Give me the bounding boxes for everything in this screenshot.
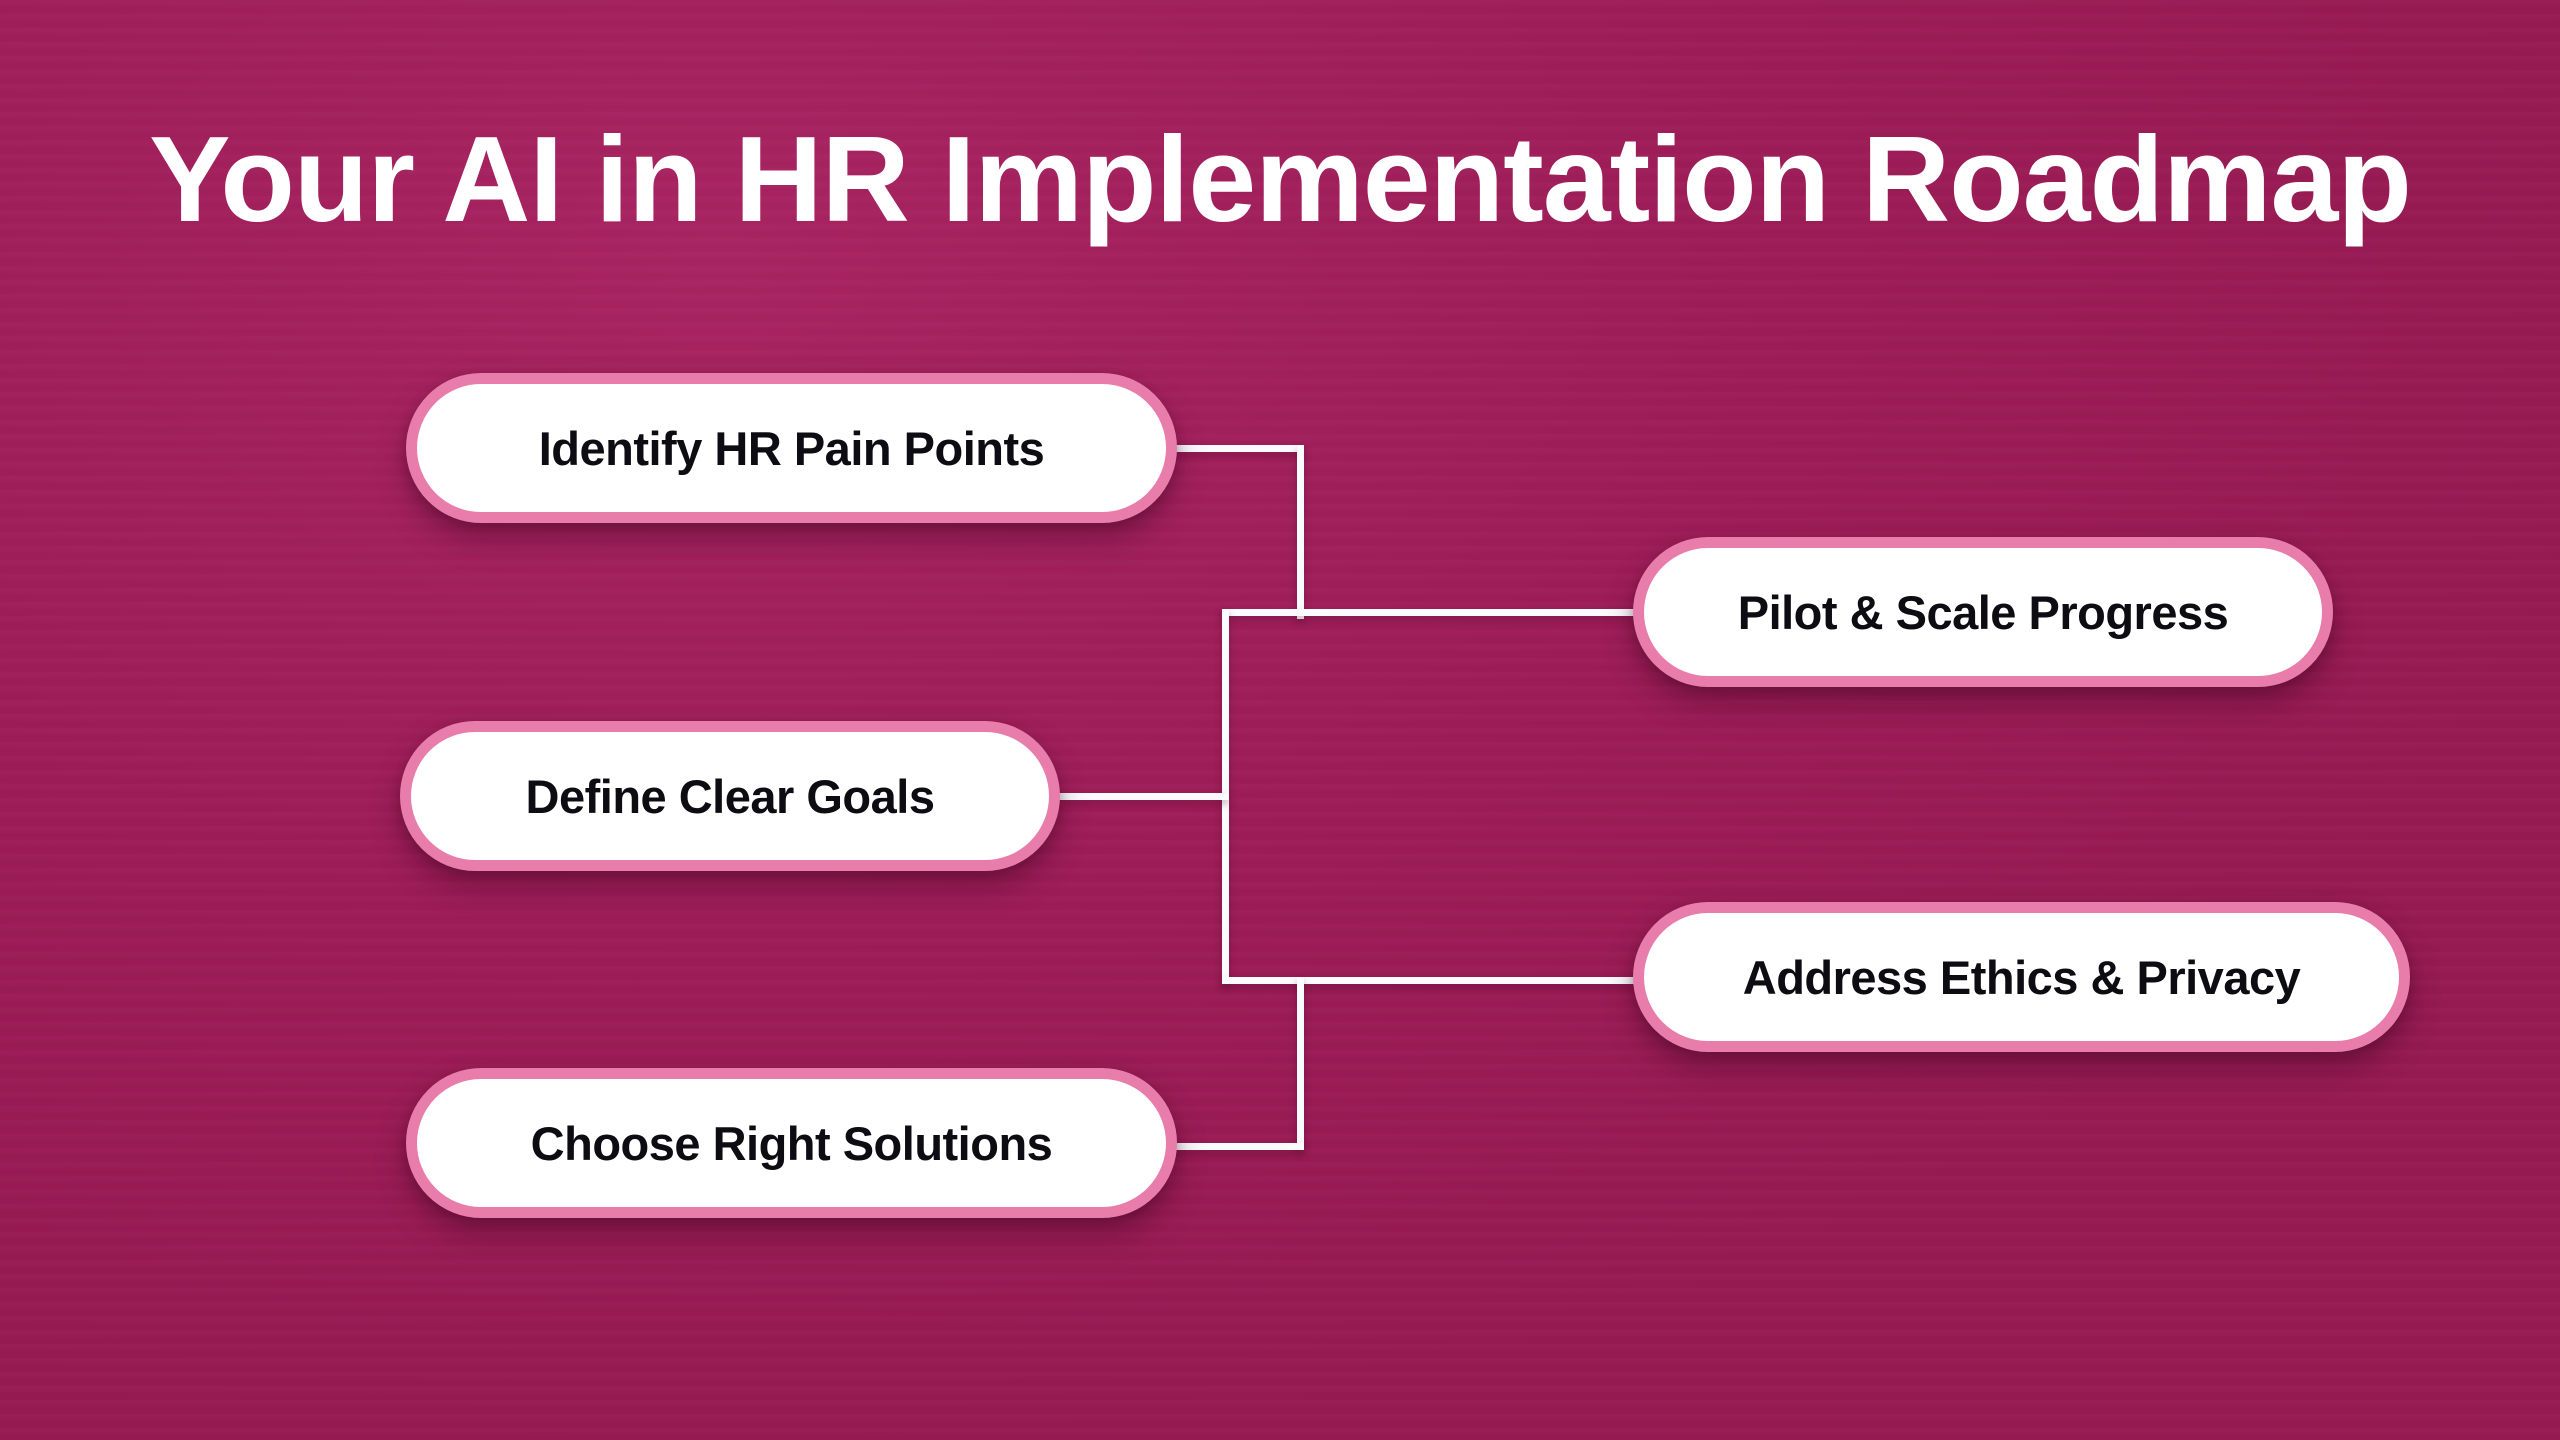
node-address-ethics-privacy: Address Ethics & Privacy bbox=[1633, 902, 2410, 1052]
node-label: Pilot & Scale Progress bbox=[1737, 585, 2229, 639]
connector-identify-horizontal bbox=[1170, 445, 1304, 452]
node-define-clear-goals: Define Clear Goals bbox=[400, 721, 1060, 871]
connector-define-horizontal bbox=[1055, 793, 1229, 800]
connector-trunk-bottom bbox=[1222, 977, 1637, 984]
page-title: Your AI in HR Implementation Roadmap bbox=[149, 111, 2412, 247]
node-label: Address Ethics & Privacy bbox=[1742, 950, 2301, 1004]
node-label: Define Clear Goals bbox=[525, 769, 935, 823]
node-choose-right-solutions: Choose Right Solutions bbox=[406, 1068, 1177, 1218]
node-identify-hr-pain-points: Identify HR Pain Points bbox=[406, 373, 1177, 523]
connector-choose-horizontal bbox=[1170, 1143, 1304, 1150]
connector-choose-vertical bbox=[1297, 977, 1304, 1150]
connector-identify-vertical bbox=[1297, 445, 1304, 619]
connector-trunk-top bbox=[1222, 609, 1637, 616]
node-label: Identify HR Pain Points bbox=[538, 421, 1045, 475]
node-pilot-scale-progress: Pilot & Scale Progress bbox=[1633, 537, 2333, 687]
node-label: Choose Right Solutions bbox=[530, 1116, 1053, 1170]
